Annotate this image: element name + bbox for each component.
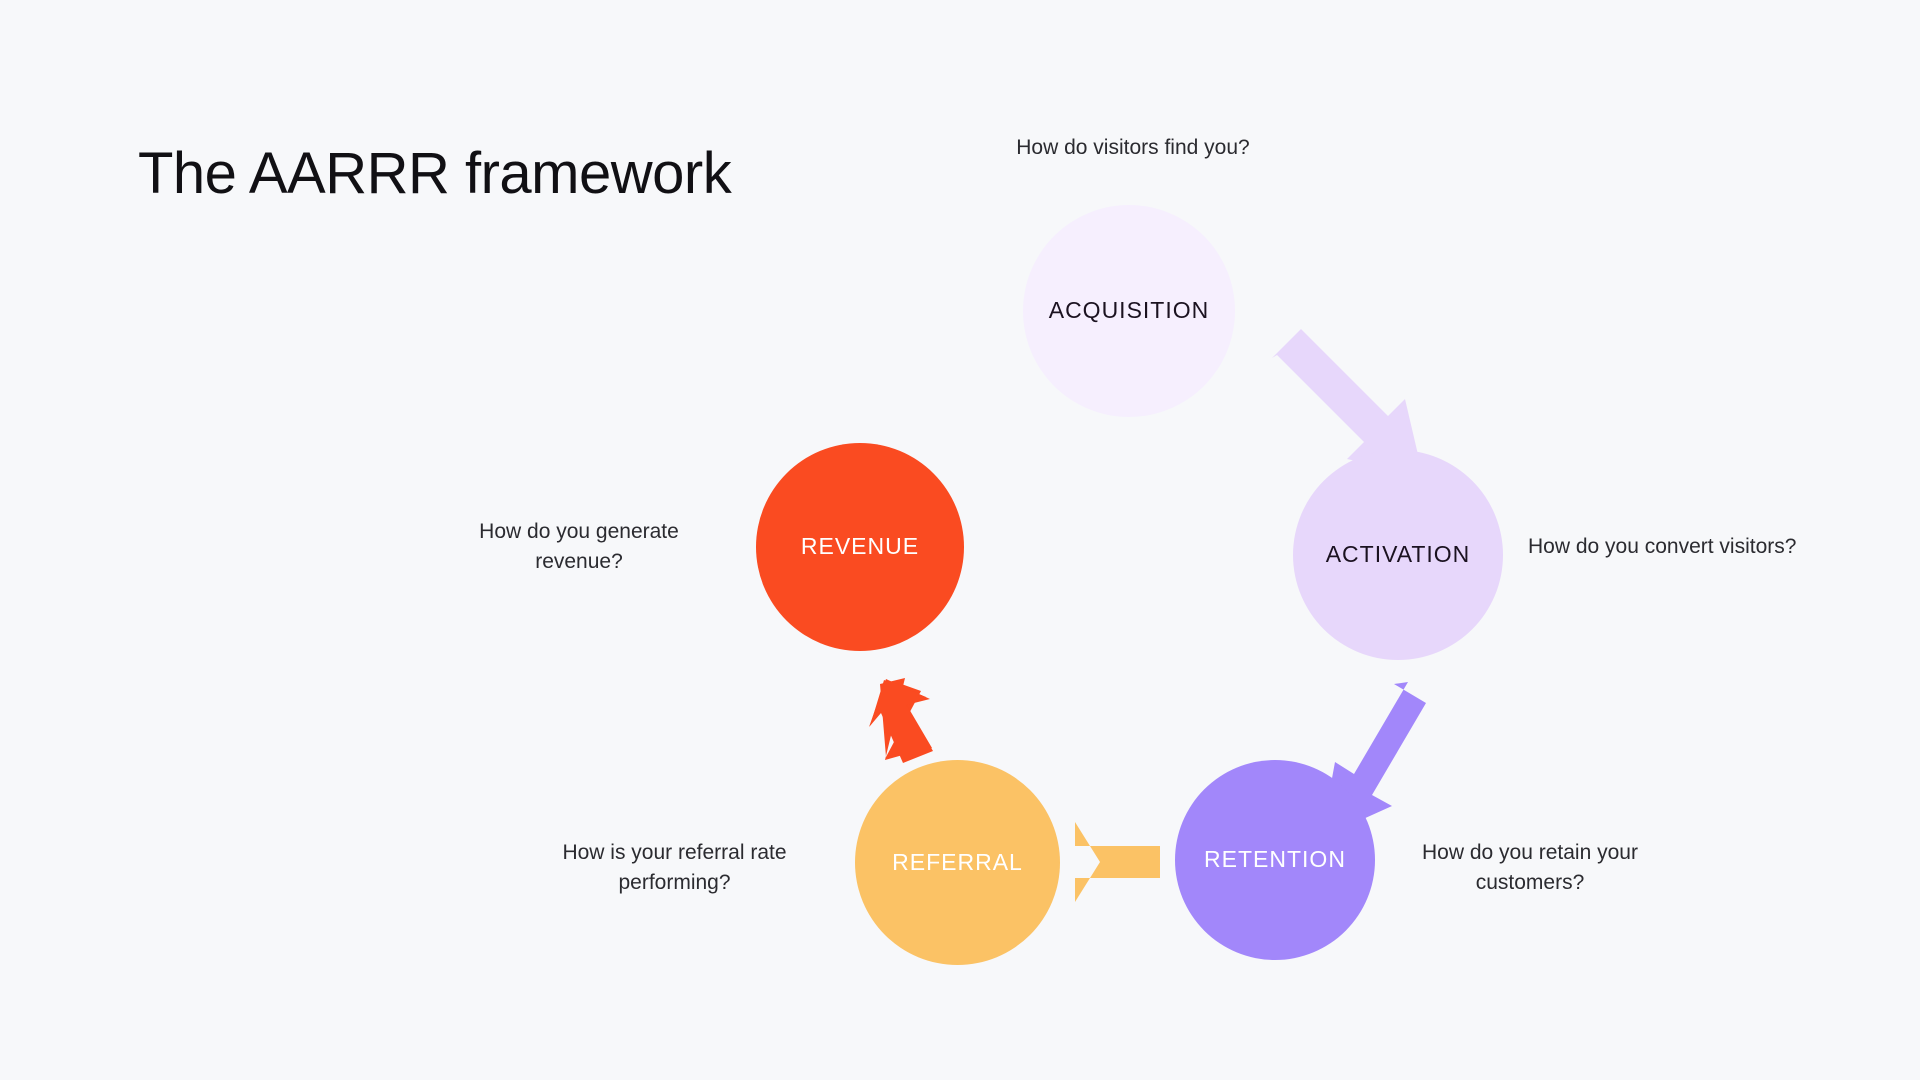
arrow-referral-to-revenue bbox=[869, 678, 933, 763]
node-retention-label: RETENTION bbox=[1204, 846, 1346, 873]
arrow-retention-to-referral bbox=[1075, 822, 1160, 902]
node-referral[interactable]: REFERRAL bbox=[855, 760, 1060, 965]
node-activation-label: ACTIVATION bbox=[1325, 541, 1471, 568]
node-referral-label: REFERRAL bbox=[892, 848, 1023, 875]
caption-referral: How is your referral rate performing? bbox=[562, 841, 787, 894]
caption-activation: How do you convert visitors? bbox=[1528, 535, 1797, 558]
page-title: The AARRR framework bbox=[138, 141, 732, 206]
caption-revenue: How do you generate revenue? bbox=[479, 520, 679, 573]
caption-acquisition: How do visitors find you? bbox=[1016, 136, 1250, 159]
node-revenue-label: REVENUE bbox=[800, 533, 920, 560]
caption-retention: How do you retain your customers? bbox=[1422, 841, 1638, 894]
node-acquisition-label: ACQUISITION bbox=[1048, 297, 1210, 324]
node-revenue[interactable]: REVENUE bbox=[756, 443, 964, 651]
node-activation[interactable]: ACTIVATION bbox=[1293, 450, 1503, 660]
node-acquisition[interactable]: ACQUISITION bbox=[1023, 205, 1235, 417]
node-retention[interactable]: RETENTION bbox=[1175, 760, 1375, 960]
